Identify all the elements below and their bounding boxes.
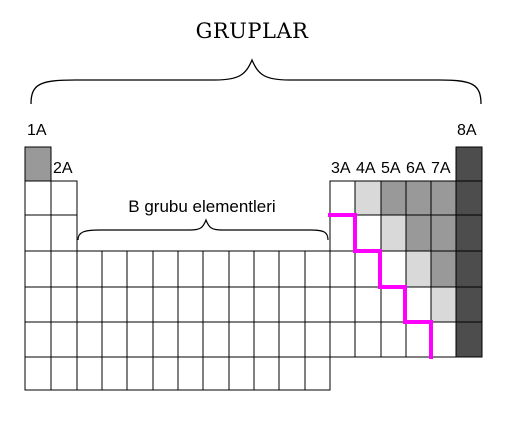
element-cell [152,286,179,323]
element-cell [101,286,128,323]
element-cell [228,286,255,323]
element-cell [177,250,204,288]
element-cell [253,356,280,391]
element-cell [101,250,128,288]
element-cell [253,250,280,288]
element-cell [278,286,306,323]
element-cell [455,146,483,182]
element-cell [50,286,78,323]
element-cell [278,250,306,288]
label-6a: 6A [406,160,426,177]
element-cell [430,321,457,358]
element-cell [177,321,204,358]
element-cell [50,321,78,358]
element-cell [380,250,407,288]
element-cell [380,180,407,216]
element-cell [126,356,154,391]
element-cell [380,321,407,358]
element-cell [152,356,179,391]
element-cell [76,356,103,391]
element-cell [430,286,457,323]
element-cell [202,250,230,288]
element-cell [455,214,483,252]
element-cell [24,250,52,288]
element-cell [304,356,331,391]
element-cell [329,286,356,323]
element-cell [455,250,483,288]
element-cell [455,180,483,216]
element-cell [24,214,52,252]
element-cell [405,321,432,358]
element-cell [24,180,52,216]
element-cell [329,214,356,252]
element-cell [405,214,432,252]
element-cell [126,286,154,323]
element-cell [50,180,78,216]
element-cell [24,286,52,323]
b-group-brace [77,218,329,241]
element-cell [304,250,331,288]
element-cell [24,321,52,358]
metal-nonmetal-staircase [328,213,433,359]
label-b-group: B grubu elementleri [128,197,275,216]
element-cell [455,286,483,323]
element-cell [430,214,457,252]
element-cell [304,286,331,323]
element-cell [354,250,382,288]
element-cell [152,321,179,358]
element-cell [228,321,255,358]
element-cell [430,250,457,288]
element-cell [126,321,154,358]
element-cell [202,286,230,323]
element-cell [177,356,204,391]
element-cell [354,214,382,252]
element-cell [24,356,52,391]
title-gruplar: GRUPLAR [196,19,310,43]
element-cell [152,250,179,288]
element-cell [177,286,204,323]
element-cell [380,214,407,252]
element-cell [354,180,382,216]
label-7a: 7A [431,160,451,177]
element-cell [50,214,78,252]
element-cell [50,356,78,391]
element-cell [126,250,154,288]
element-cell [76,286,103,323]
element-cell [101,321,128,358]
label-1a: 1A [27,122,47,139]
element-cell [24,146,52,182]
element-cell [50,250,78,288]
label-2a: 2A [53,160,73,177]
element-cell [380,286,407,323]
element-cell [430,180,457,216]
element-cell [202,321,230,358]
element-cell [405,250,432,288]
element-cell [228,250,255,288]
element-cell [202,356,230,391]
label-4a: 4A [356,160,376,177]
element-cell [329,321,356,358]
element-cell [278,321,306,358]
element-cell [304,321,331,358]
element-cell [329,180,356,216]
element-cells [24,146,483,391]
element-cell [76,321,103,358]
element-cell [354,321,382,358]
element-cell [405,180,432,216]
label-3a: 3A [331,160,351,177]
top-brace [30,58,482,105]
element-cell [101,356,128,391]
element-cell [405,286,432,323]
element-cell [329,250,356,288]
label-5a: 5A [381,160,401,177]
element-cell [253,321,280,358]
label-8a: 8A [457,122,477,139]
element-cell [253,286,280,323]
element-cell [455,321,483,358]
element-cell [278,356,306,391]
element-cell [228,356,255,391]
element-cell [76,250,103,288]
element-cell [354,286,382,323]
